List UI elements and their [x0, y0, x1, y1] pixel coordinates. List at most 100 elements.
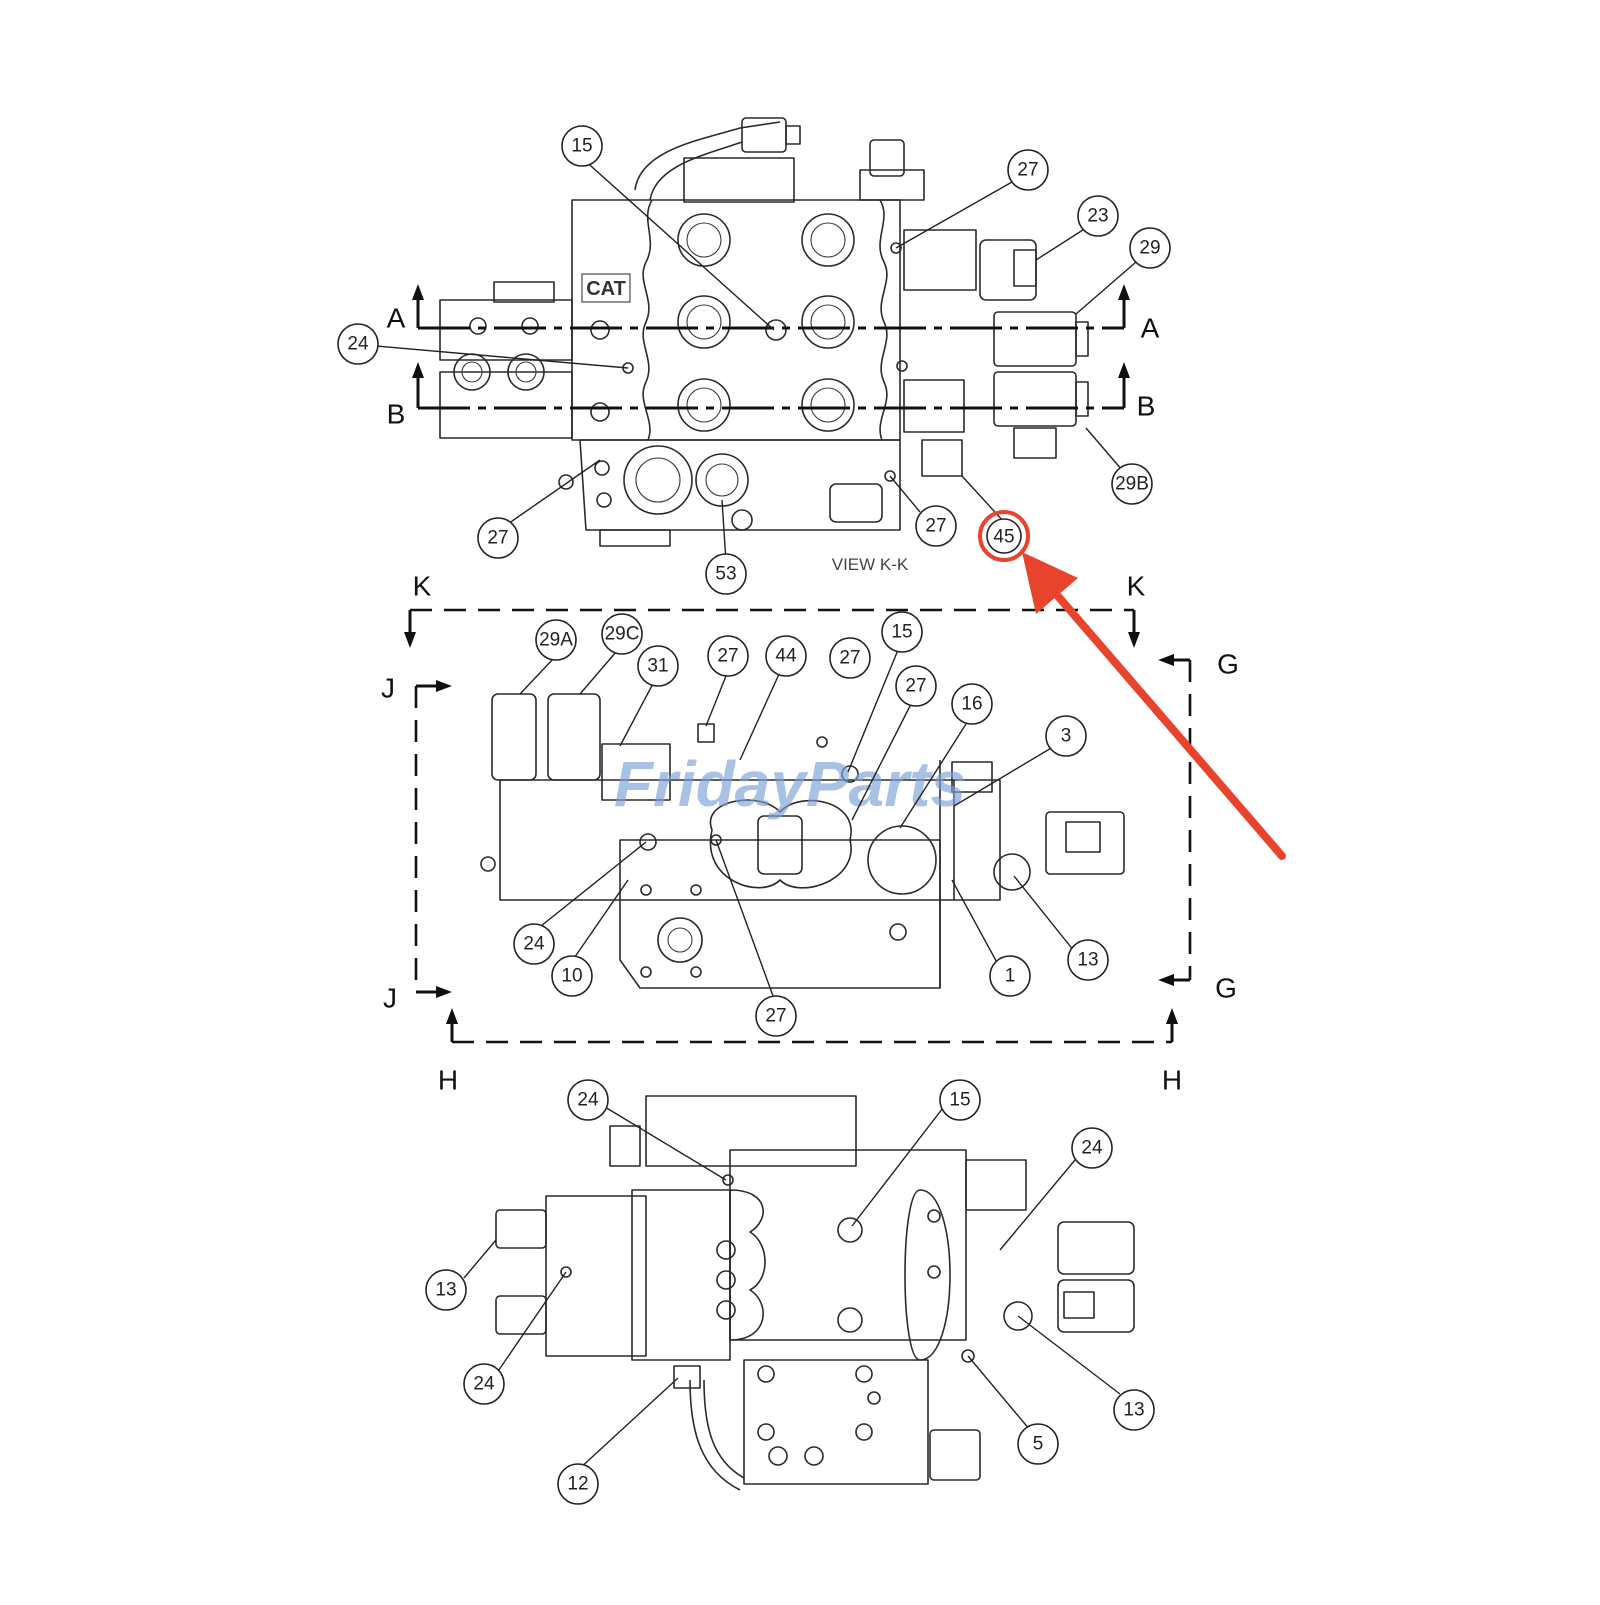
callout-circle: [895, 665, 937, 707]
view-label: VIEW K-K: [832, 555, 909, 574]
section-label-h: H: [1162, 1065, 1182, 1096]
callout-circle: [881, 611, 923, 653]
callout-circle: [765, 635, 807, 677]
callout-number: 29: [1139, 238, 1160, 259]
callout-44: 44: [765, 635, 807, 677]
callout-16: 16: [951, 683, 993, 725]
callout-number: 29C: [605, 624, 640, 645]
callout-5: 5: [1017, 1423, 1059, 1465]
callout-12: 12: [557, 1463, 599, 1505]
callout-1: 1: [989, 955, 1031, 997]
callout-number: 1: [1005, 966, 1016, 987]
callout-circle: [1045, 715, 1087, 757]
callout-circle: [986, 518, 1022, 554]
callout-number: 24: [347, 334, 369, 355]
callout-circle: [425, 1269, 467, 1311]
callout-number: 44: [775, 646, 797, 667]
callout-number: 15: [891, 622, 912, 643]
callout-27: 27: [829, 637, 871, 679]
callout-27: 27: [755, 995, 797, 1037]
section-label-h: H: [438, 1065, 458, 1096]
callout-circle: [477, 517, 519, 559]
callout-3: 3: [1045, 715, 1087, 757]
highlight-arrow-shaft: [1040, 576, 1286, 860]
callout-number: 10: [561, 966, 582, 987]
callout-number: 12: [567, 1474, 588, 1495]
callout-15: 15: [561, 125, 603, 167]
callout-number: 27: [487, 528, 508, 549]
callout-number: 31: [647, 656, 668, 677]
section-label-a: A: [1141, 313, 1160, 344]
callout-27: 27: [477, 517, 519, 559]
section-label-j: J: [381, 673, 395, 704]
section-label-g: G: [1215, 973, 1237, 1004]
callout-circle: [1077, 195, 1119, 237]
callout-number: 24: [523, 934, 545, 955]
port-grid: [622, 213, 908, 432]
callout-number: 27: [839, 648, 860, 669]
callout-circle: [705, 553, 747, 595]
callout-53: 53: [705, 553, 747, 595]
callout-number: 15: [949, 1090, 970, 1111]
callout-circle: [561, 125, 603, 167]
callout-circle: [337, 323, 379, 365]
callout-number: 15: [571, 136, 592, 157]
callout-circle: [755, 995, 797, 1037]
callout-circle: [1111, 463, 1153, 505]
callout-15: 15: [939, 1079, 981, 1121]
callout-circle: [1017, 1423, 1059, 1465]
callout-circle: [557, 1463, 599, 1505]
callout-number: 27: [717, 646, 738, 667]
callout-circle: [951, 683, 993, 725]
callout-24: 24: [567, 1079, 609, 1121]
callout-15: 15: [881, 611, 923, 653]
callout-29A: 29A: [535, 619, 577, 661]
callout-27: 27: [1007, 149, 1049, 191]
callout-circle: [1071, 1127, 1113, 1169]
callout-29: 29: [1129, 227, 1171, 269]
callout-number: 5: [1033, 1434, 1044, 1455]
callout-24: 24: [1071, 1127, 1113, 1169]
callout-circle: [989, 955, 1031, 997]
callout-number: 13: [1123, 1400, 1144, 1421]
callout-circle: [513, 923, 555, 965]
callout-23: 23: [1077, 195, 1119, 237]
callout-circle: [463, 1363, 505, 1405]
top-valve-assembly: CAT: [439, 117, 1089, 547]
callout-number: 53: [715, 564, 736, 585]
callout-number: 13: [1077, 950, 1098, 971]
callout-number: 24: [1081, 1138, 1103, 1159]
callout-13: 13: [1067, 939, 1109, 981]
callout-31: 31: [637, 645, 679, 687]
section-label-a: A: [387, 303, 406, 334]
callout-number: 29B: [1115, 474, 1149, 495]
section-label-j: J: [383, 983, 397, 1014]
callout-27: 27: [707, 635, 749, 677]
bottom-valve-assembly: [495, 1095, 1135, 1491]
callout-circle: [601, 613, 643, 655]
highlight-annotation: 45: [978, 510, 1286, 860]
section-label-g: G: [1217, 649, 1239, 680]
callout-circle: [1113, 1389, 1155, 1431]
callout-number: 13: [435, 1280, 456, 1301]
callout-number: 27: [905, 676, 926, 697]
callout-circle: [1067, 939, 1109, 981]
callout-circle: [535, 619, 577, 661]
section-frames: [404, 608, 1192, 1044]
callout-45: 45: [986, 518, 1022, 554]
callout-number: 24: [577, 1090, 599, 1111]
callout-27: 27: [915, 505, 957, 547]
callout-circle: [1129, 227, 1171, 269]
callout-13: 13: [1113, 1389, 1155, 1431]
callout-circle: [707, 635, 749, 677]
callout-13: 13: [425, 1269, 467, 1311]
callout-circle: [551, 955, 593, 997]
callout-number: 29A: [539, 630, 573, 651]
callout-circle: [939, 1079, 981, 1121]
highlight-circle: [978, 510, 1030, 562]
highlight-arrow-head: [1022, 552, 1078, 614]
